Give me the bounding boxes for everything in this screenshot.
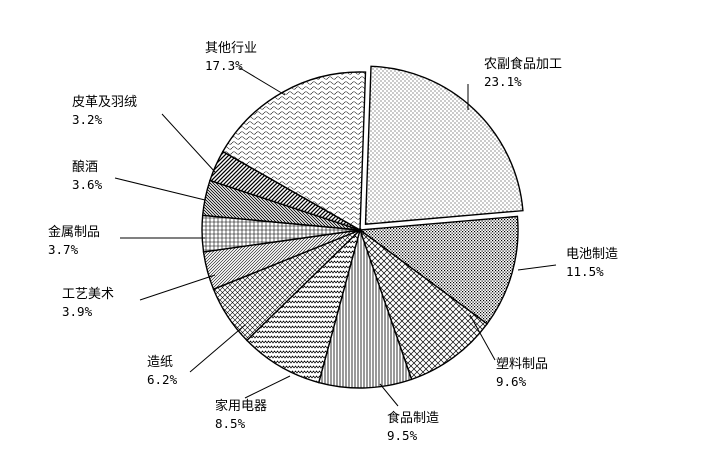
slice-value-label: 6.2% xyxy=(147,372,178,387)
slice-label: 其他行业 xyxy=(205,41,257,56)
leader-line xyxy=(161,113,216,173)
pie-slice xyxy=(358,228,489,381)
slice-value-label: 11.5% xyxy=(566,264,604,279)
slice-label: 食品制造 xyxy=(387,410,439,426)
slice-value-label: 23.1% xyxy=(484,74,522,89)
slice-label: 金属制品 xyxy=(48,224,100,240)
slice-label: 塑料制品 xyxy=(496,357,548,372)
leader-line xyxy=(379,383,399,407)
slice-label: 农副食品加工 xyxy=(484,56,562,72)
slice-value-label: 8.5% xyxy=(215,416,246,431)
pie-slice xyxy=(317,227,413,389)
slice-label: 家用电器 xyxy=(215,398,267,414)
leader-line xyxy=(139,274,216,301)
pie-slice xyxy=(364,65,524,225)
leader-line xyxy=(517,264,557,271)
slice-value-label: 3.2% xyxy=(72,112,103,127)
leader-line xyxy=(189,324,246,373)
slice-value-label: 9.6% xyxy=(496,374,527,389)
leader-line xyxy=(239,67,286,96)
pie-slice xyxy=(221,71,367,232)
pie-slice xyxy=(245,227,362,384)
pie-slice xyxy=(358,215,519,325)
slice-label: 工艺美术 xyxy=(62,287,114,302)
leader-line xyxy=(114,177,206,201)
slice-value-label: 3.9% xyxy=(62,304,93,319)
slice-label: 皮革及羽绒 xyxy=(72,95,137,110)
leader-line xyxy=(469,314,496,361)
slice-label: 造纸 xyxy=(147,355,173,370)
leader-line xyxy=(244,375,291,399)
slice-value-label: 17.3% xyxy=(205,58,243,73)
slice-label: 酿酒 xyxy=(72,159,98,175)
slice-value-label: 9.5% xyxy=(387,428,418,443)
slice-label: 电池制造 xyxy=(566,247,618,262)
slice-value-label: 3.6% xyxy=(72,177,103,192)
slice-value-label: 3.7% xyxy=(48,242,79,257)
